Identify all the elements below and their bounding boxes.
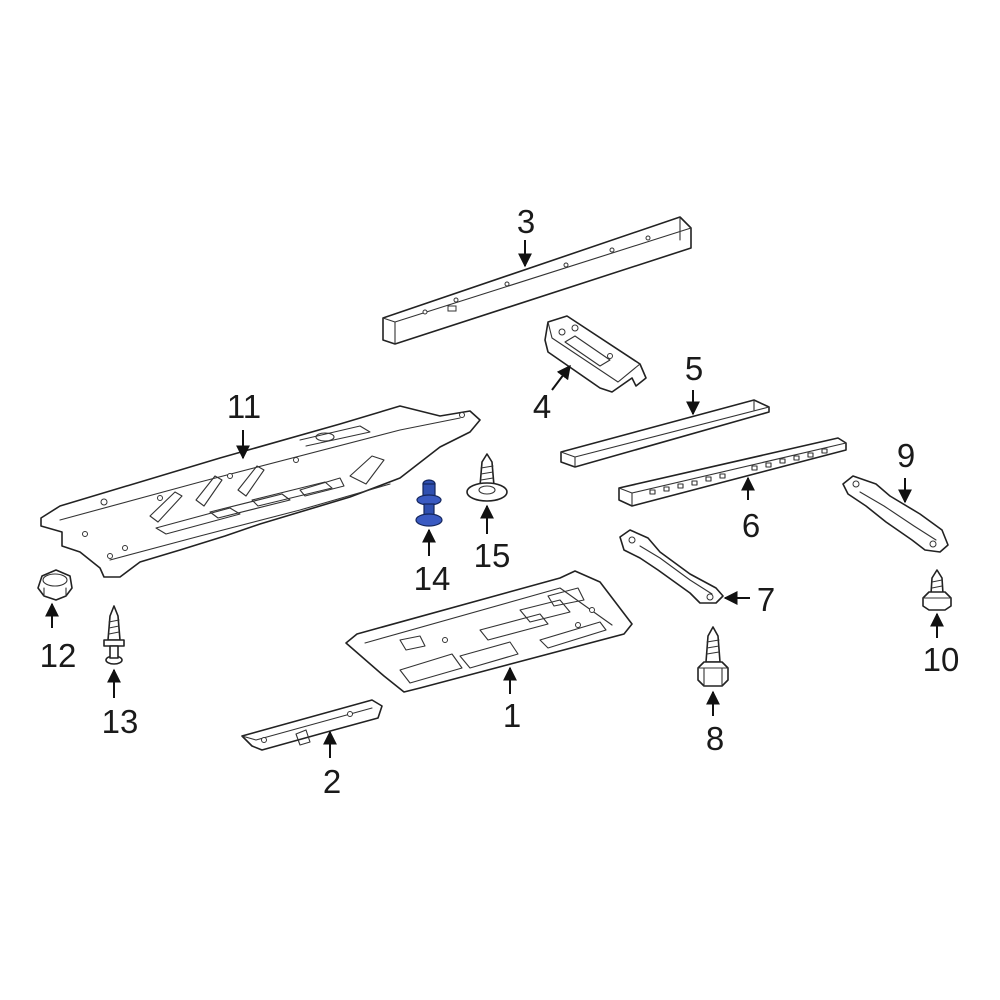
- callout-numbers: 3 4 5 6 7 9 11 1 2 12 13 14 15 8 10: [40, 203, 960, 800]
- part-9-rear-brace[interactable]: [842, 475, 949, 553]
- leader-4: [551, 364, 571, 391]
- part-13-screw-grommet[interactable]: [103, 605, 125, 665]
- callout-9: 9: [897, 437, 915, 474]
- part-1-floor-pan[interactable]: [345, 570, 633, 693]
- part-7-front-brace[interactable]: [619, 529, 724, 604]
- part-11-under-cover[interactable]: [40, 405, 481, 578]
- part-3-rocker-reinforcement[interactable]: [382, 216, 692, 345]
- part-8-flange-bolt[interactable]: [697, 626, 729, 687]
- leader-lines: [45, 240, 944, 758]
- callout-14: 14: [414, 560, 451, 597]
- callout-3: 3: [517, 203, 535, 240]
- callout-7: 7: [757, 581, 775, 618]
- part-15-washer-screw[interactable]: [466, 453, 508, 502]
- callout-15: 15: [474, 537, 511, 574]
- part-14-push-retainer[interactable]: [415, 479, 443, 527]
- callout-11: 11: [227, 388, 261, 425]
- callout-1: 1: [503, 697, 521, 734]
- callout-6: 6: [742, 507, 760, 544]
- callout-5: 5: [685, 350, 703, 387]
- part-6-side-sill[interactable]: [618, 437, 847, 507]
- part-2-rear-brace[interactable]: [241, 699, 383, 751]
- part-5-inner-rail[interactable]: [560, 399, 770, 468]
- callout-2: 2: [323, 763, 341, 800]
- part-4-jack-bracket[interactable]: [544, 315, 647, 393]
- part-12-flange-nut[interactable]: [37, 569, 73, 601]
- callout-8: 8: [706, 720, 724, 757]
- part-10-stud-bolt[interactable]: [922, 569, 952, 611]
- callout-10: 10: [923, 641, 960, 678]
- callout-12: 12: [40, 637, 77, 674]
- callout-4: 4: [533, 388, 551, 425]
- callout-13: 13: [102, 703, 139, 740]
